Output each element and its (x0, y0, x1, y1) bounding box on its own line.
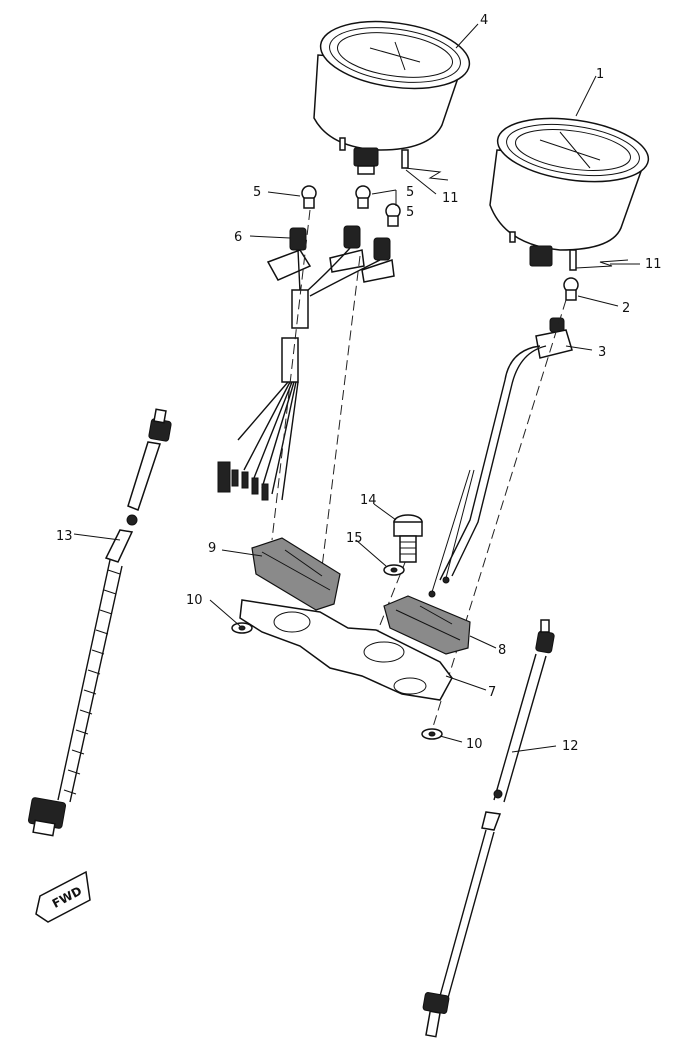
callout-8: 8 (498, 643, 506, 658)
callout-11-left: 11 (442, 191, 459, 206)
callout-4: 4 (480, 13, 488, 28)
bolt-and-washer (383, 514, 423, 576)
speedometer-bracket (383, 595, 471, 655)
assembly-lines (271, 209, 567, 731)
callout-15: 15 (346, 531, 363, 546)
indicator-bulbs (301, 185, 401, 227)
callout-14: 14 (360, 493, 377, 508)
callout-labels: 4 1 5 5 5 11 6 11 2 3 14 13 15 9 10 8 7 … (56, 13, 662, 754)
leader-lines (73, 23, 640, 753)
speedometer-cable (422, 619, 555, 1038)
callout-5-left: 5 (253, 185, 261, 200)
callout-12: 12 (562, 739, 579, 754)
tachometer-bracket (251, 537, 341, 611)
callout-10-left: 10 (186, 593, 203, 608)
socket-harness (217, 225, 395, 501)
callout-5-right: 5 (406, 205, 414, 220)
gauge-lead-wires (404, 167, 629, 269)
nuts (231, 622, 443, 740)
callout-2: 2 (622, 301, 630, 316)
callout-7: 7 (488, 685, 496, 700)
mounting-plate (239, 599, 453, 701)
speedometer-gauge (489, 117, 650, 271)
speedometer-bulb-socket (428, 277, 579, 598)
tachometer-gauge (313, 20, 471, 175)
callout-3: 3 (598, 345, 606, 360)
callout-11-right: 11 (645, 257, 662, 272)
forward-direction-marker: FWD (35, 870, 91, 923)
callout-10-right: 10 (466, 737, 483, 752)
callout-6: 6 (234, 230, 242, 245)
callout-13: 13 (56, 529, 73, 544)
tachometer-cable (27, 408, 172, 837)
callout-5-middle: 5 (406, 185, 414, 200)
callout-9: 9 (208, 541, 216, 556)
callout-1: 1 (596, 67, 604, 82)
